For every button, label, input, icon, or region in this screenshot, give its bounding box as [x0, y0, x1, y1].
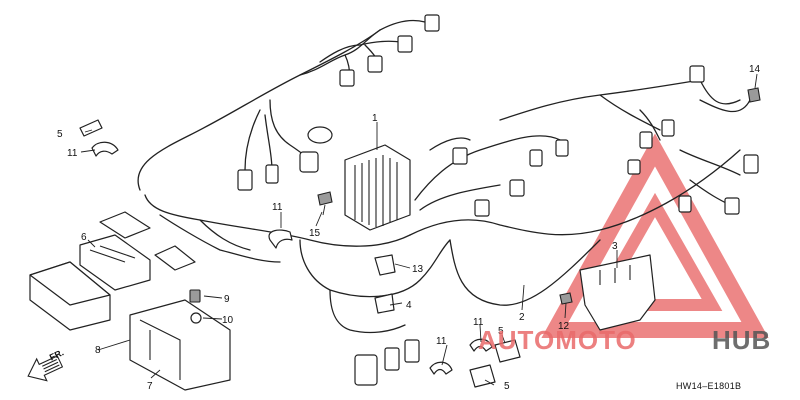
right-connectors	[452, 65, 759, 217]
watermark-brand-part2: HUB	[712, 325, 771, 355]
harness-connector-blocks	[99, 211, 196, 271]
callout-12: 12	[558, 321, 570, 332]
callout-2: 2	[519, 312, 525, 323]
callout-8: 8	[95, 345, 101, 356]
callout-13: 13	[412, 264, 424, 275]
upper-connectors	[237, 14, 440, 191]
callout-14: 14	[749, 64, 761, 75]
watermark-logo-icon	[541, 133, 769, 338]
callout-10: 10	[222, 315, 234, 326]
regulator-rectifier	[344, 144, 411, 231]
callout-5b: 5	[504, 381, 510, 392]
callout-7: 7	[147, 381, 153, 392]
callout-11b: 11	[272, 202, 283, 213]
fuse-box	[79, 234, 151, 291]
callout-11c: 11	[436, 336, 447, 347]
relay-bracket	[129, 299, 231, 391]
callout-9: 9	[224, 294, 230, 305]
lower-connectors	[354, 254, 420, 386]
fasteners	[189, 87, 761, 324]
diagram-code: HW14–E1801B	[676, 381, 741, 391]
callout-numbers: 1 2 3 4 5 5 5 6 7 8 9 10 11 11 11 11 12 …	[57, 64, 761, 392]
callout-leaders	[80, 73, 758, 386]
fuse-box-cover	[29, 261, 111, 331]
mounting-bracket	[579, 254, 656, 331]
callout-5c: 5	[498, 326, 504, 337]
main-wire-harness	[137, 19, 751, 334]
callout-3: 3	[612, 241, 618, 252]
callout-1: 1	[372, 113, 378, 124]
callout-4: 4	[406, 300, 412, 311]
wire-clips	[79, 119, 521, 388]
watermark-brand: AUTOMOTO HUB	[478, 325, 771, 355]
callout-11d: 11	[473, 317, 484, 328]
callout-11a: 11	[67, 148, 78, 159]
watermark-brand-part1: AUTOMOTO	[478, 325, 637, 355]
callout-15: 15	[309, 228, 321, 239]
callout-6: 6	[81, 232, 87, 243]
front-marker-label: FR.	[48, 347, 65, 362]
callout-5a: 5	[57, 129, 63, 140]
front-direction-arrow	[27, 355, 64, 382]
